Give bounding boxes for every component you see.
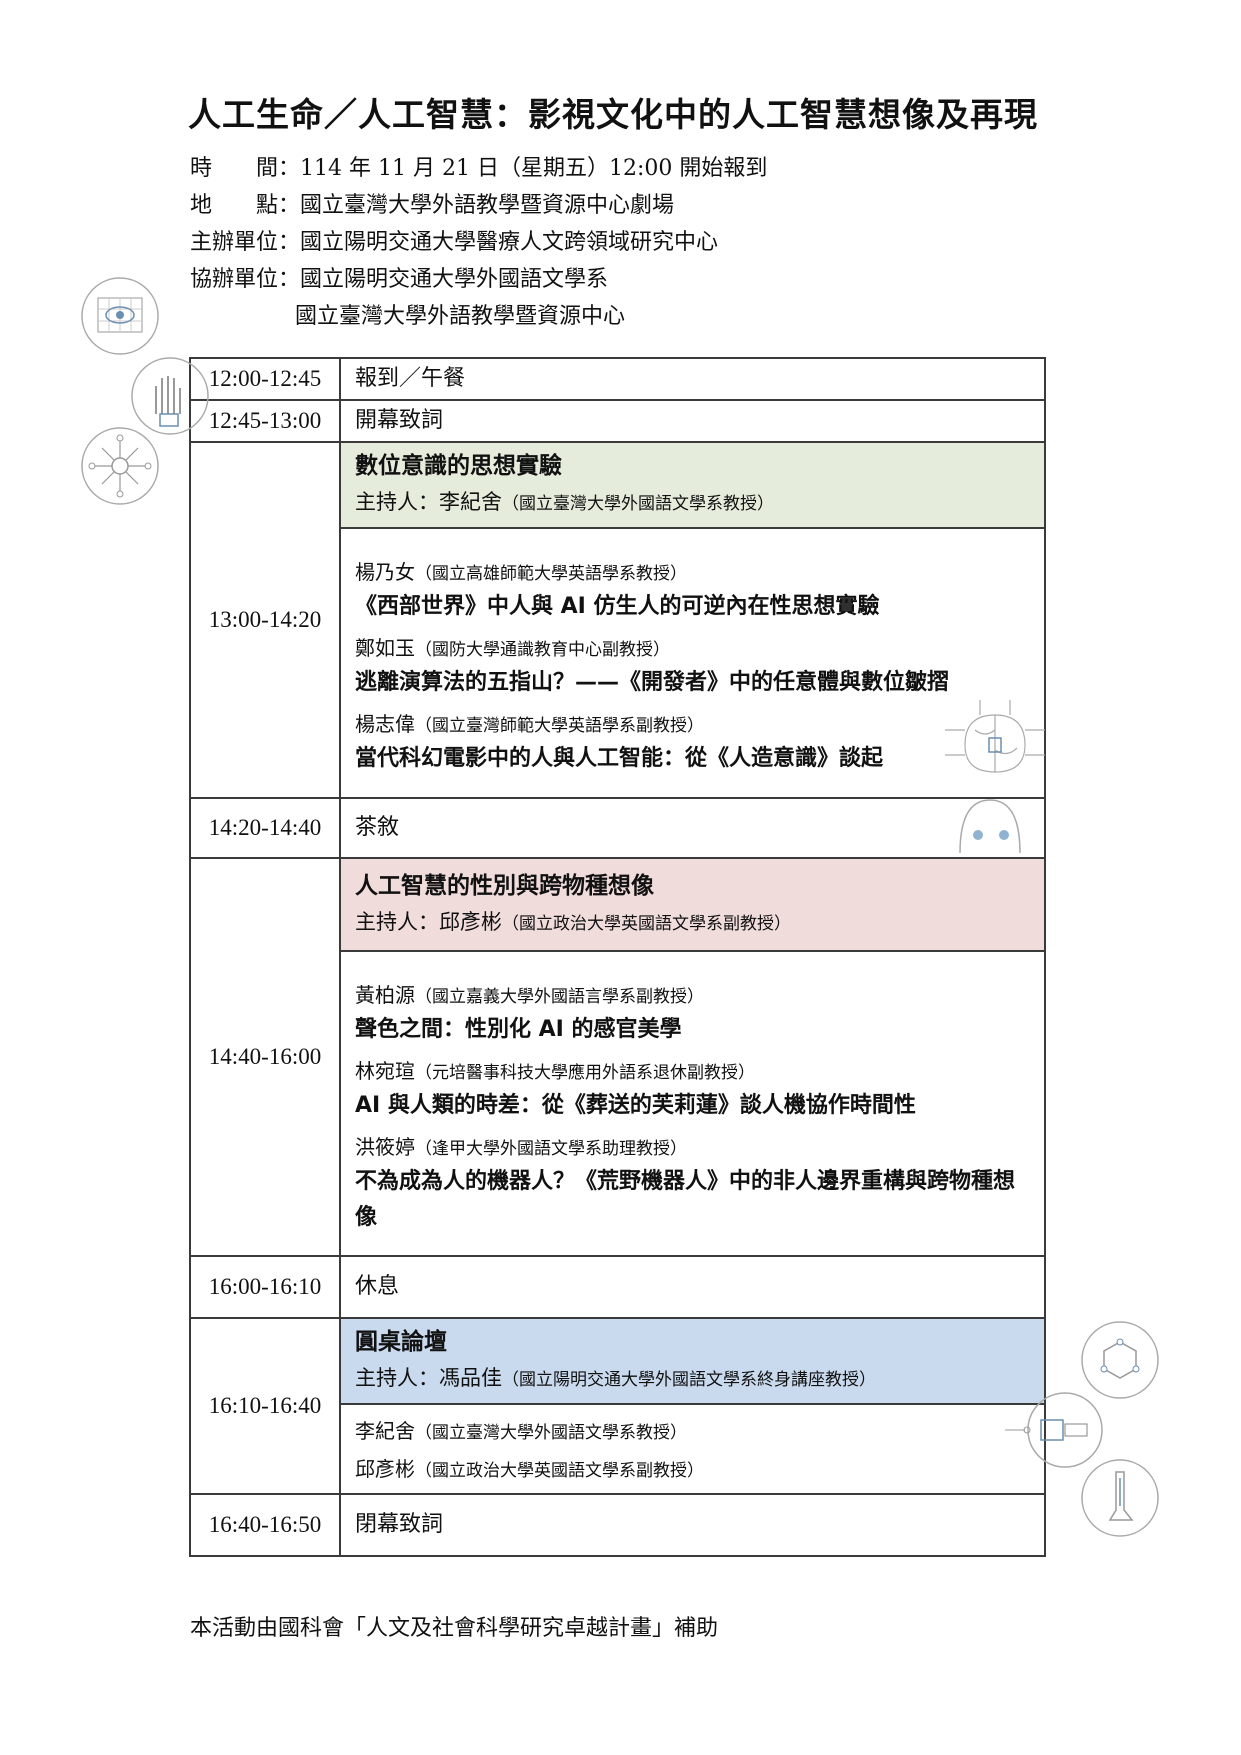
speaker-name: 楊乃女 (355, 560, 415, 584)
panelist-name: 邱彥彬 (355, 1457, 415, 1481)
agenda-item: 閉幕致詞 (355, 1512, 444, 1537)
agenda-item: 茶敘 (355, 815, 400, 840)
table-row: 16:40-16:50 閉幕致詞 (189, 1493, 1046, 1557)
host-label: 主辦單位： (190, 230, 301, 255)
table-row: 黃柏源（國立嘉義大學外國語言學系副教授） 聲色之間：性別化 AI 的感官美學 林… (190, 950, 1046, 1257)
moderator-affiliation: （國立政治大學英國語文學系副教授） (502, 913, 791, 934)
panelist-affiliation: （國立臺灣大學外國語文學系教授） (415, 1423, 687, 1443)
talk-title: 當代科幻電影中的人與人工智能：從《人造意識》談起 (355, 746, 884, 771)
moderator-name: 主持人：馮品佳 (355, 1366, 502, 1390)
speaker-affiliation: （國立高雄師範大學英語學系教授） (415, 564, 687, 584)
speaker-affiliation: （元培醫事科技大學應用外語系退休副教授） (415, 1062, 755, 1083)
session-header: 圓桌論壇 主持人：馮品佳（國立陽明交通大學外國語文學系終身講座教授） (339, 1317, 1046, 1405)
host-value: 國立陽明交通大學醫療人文跨領域研究中心 (300, 230, 719, 255)
panelist-affiliation: （國立政治大學英國語文學系副教授） (415, 1461, 704, 1481)
table-row: 12:00-12:45 報到／午餐 (189, 357, 1046, 401)
molecule-icon (1081, 1321, 1159, 1399)
talk-title: 《西部世界》中人與 AI 仿生人的可逆內在性思想實驗 (355, 594, 880, 619)
talk-title: 逃離演算法的五指山？——《開發者》中的任意體與數位皺摺 (355, 670, 950, 695)
table-row: 16:00-16:10 休息 (189, 1255, 1046, 1319)
time-cell: 16:40-16:50 (189, 1493, 341, 1557)
speaker-name: 黃柏源 (355, 982, 415, 1007)
speaker-name: 林宛瑄 (355, 1058, 415, 1083)
speaker-name: 洪筱婷 (355, 1134, 415, 1159)
eye-scan-icon (81, 277, 159, 355)
talk-title: 不為成為人的機器人？《荒野機器人》中的非人邊界重構與跨物種想像 (355, 1168, 1016, 1230)
speaker-affiliation: （國立嘉義大學外國語言學系副教授） (415, 986, 704, 1007)
speaker-affiliation: （國防大學通識教育中心副教授） (415, 640, 670, 660)
time-cell: 14:20-14:40 (189, 797, 341, 859)
event-info: 時 間： 114 年 11 月 21 日（星期五）12:00 開始報到 地 點：… (190, 150, 767, 335)
cohost-value-2: 國立臺灣大學外語教學暨資源中心 (295, 304, 626, 329)
speaker-name: 鄭如玉 (355, 636, 415, 660)
robot-arm-icon (1005, 1392, 1103, 1468)
agenda-item: 報到／午餐 (355, 366, 466, 391)
time-row: 時 間： 114 年 11 月 21 日（星期五）12:00 開始報到 (190, 150, 767, 187)
ai-brain-icon (945, 700, 1045, 773)
funding-note: 本活動由國科會「人文及社會科學研究卓越計畫」補助 (190, 1616, 719, 1641)
moderator-affiliation: （國立陽明交通大學外國語文學系終身講座教授） (502, 1370, 876, 1390)
time-cell: 14:40-16:00 (189, 857, 341, 1257)
session-title: 人工智慧的性別與跨物種想像 (355, 872, 654, 899)
cohost-row: 協辦單位： 國立陽明交通大學外國語文學系 (190, 261, 767, 298)
speaker-affiliation: （逢甲大學外國語文學系助理教授） (415, 1138, 687, 1159)
session-title: 數位意識的思想實驗 (355, 453, 562, 479)
moderator-name: 主持人：李紀舍 (355, 490, 502, 514)
table-row: 12:45-13:00 開幕致詞 (189, 399, 1046, 443)
panelist-name: 李紀舍 (355, 1419, 415, 1443)
time-cell: 13:00-14:20 (189, 441, 341, 799)
time-value: 114 年 11 月 21 日（星期五）12:00 開始報到 (300, 156, 768, 181)
place-value: 國立臺灣大學外語教學暨資源中心劇場 (300, 193, 675, 218)
moderator-affiliation: （國立臺灣大學外國語文學系教授） (502, 494, 774, 514)
agenda-item: 休息 (355, 1274, 400, 1299)
talk-title: 聲色之間：性別化 AI 的感官美學 (355, 1016, 682, 1042)
cohost-label: 協辦單位： (190, 267, 301, 292)
session-title: 圓桌論壇 (355, 1329, 447, 1355)
schedule-table: 12:00-12:45 報到／午餐 12:45-13:00 開幕致詞 13:00… (189, 357, 1046, 1557)
place-row: 地 點： 國立臺灣大學外語教學暨資源中心劇場 (190, 187, 767, 224)
talk-title: AI 與人類的時差：從《葬送的芙莉蓮》談人機協作時間性 (355, 1092, 916, 1118)
moderator-name: 主持人：邱彥彬 (355, 909, 502, 934)
robot-hand-icon (131, 357, 209, 435)
cohost-row-2: 國立臺灣大學外語教學暨資源中心 (190, 298, 767, 335)
session-header: 數位意識的思想實驗 主持人：李紀舍（國立臺灣大學外國語文學系教授） (339, 441, 1046, 529)
table-row: 14:20-14:40 茶敘 (189, 797, 1046, 859)
table-row: 楊乃女（國立高雄師範大學英語學系教授） 《西部世界》中人與 AI 仿生人的可逆內… (190, 527, 1046, 799)
table-row: 16:10-16:40 圓桌論壇 主持人：馮品佳（國立陽明交通大學外國語文學系終… (189, 1317, 1046, 1495)
session-header: 人工智慧的性別與跨物種想像 主持人：邱彥彬（國立政治大學英國語文學系副教授） (339, 857, 1046, 952)
table-row: 13:00-14:20 數位意識的思想實驗 主持人：李紀舍（國立臺灣大學外國語文… (189, 441, 1046, 799)
host-row: 主辦單位： 國立陽明交通大學醫療人文跨領域研究中心 (190, 224, 767, 261)
page-title: 人工生命／人工智慧：影視文化中的人工智慧想像及再現 (188, 95, 1038, 134)
time-label: 時 間： (190, 156, 301, 181)
speaker-affiliation: （國立臺灣師範大學英語學系副教授） (415, 716, 704, 736)
network-hub-icon (81, 427, 159, 505)
time-cell: 16:10-16:40 (189, 1317, 341, 1495)
robot-leg-icon (1081, 1459, 1159, 1537)
place-label: 地 點： (190, 193, 301, 218)
table-row: 14:40-16:00 人工智慧的性別與跨物種想像 主持人：邱彥彬（國立政治大學… (189, 857, 1046, 1257)
time-cell: 12:00-12:45 (189, 357, 341, 401)
time-cell: 12:45-13:00 (189, 399, 341, 443)
cohost-value-1: 國立陽明交通大學外國語文學系 (300, 267, 609, 292)
speaker-name: 楊志偉 (355, 712, 415, 736)
robot-head-icon (959, 799, 1021, 853)
table-row: 李紀舍（國立臺灣大學外國語文學系教授） 邱彥彬（國立政治大學英國語文學系副教授） (190, 1403, 1046, 1495)
time-cell: 16:00-16:10 (189, 1255, 341, 1319)
agenda-item: 開幕致詞 (355, 408, 444, 433)
